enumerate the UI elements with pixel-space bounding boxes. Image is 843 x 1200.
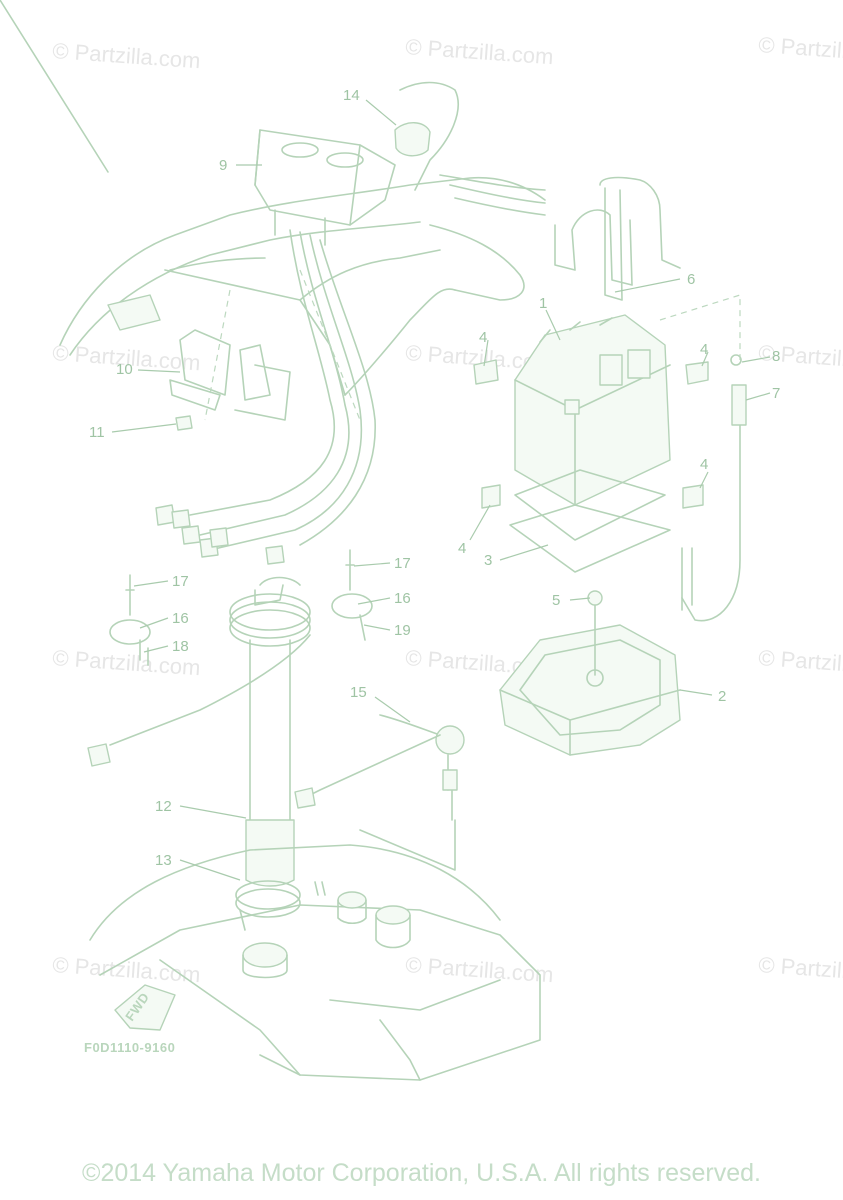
copyright-notice: ©2014 Yamaha Motor Corporation, U.S.A. A… [82, 1159, 761, 1187]
callout-17: 17 [172, 573, 189, 590]
callout-labels: 14 9 6 1 4 4 8 7 4 4 3 5 2 10 11 17 16 1… [89, 87, 780, 869]
callout-10: 10 [116, 361, 133, 378]
watermark-text: © Partzilla.com [52, 38, 202, 73]
callout-3: 3 [484, 552, 492, 569]
watermark-text: © Partzilla.com [758, 340, 843, 375]
callout-9: 9 [219, 157, 227, 174]
wiring-harness-drawing [155, 229, 376, 565]
diagram-code: F0D1110-9160 [84, 1040, 175, 1055]
watermark-text: © Partzilla.com [405, 952, 555, 987]
battery-box-drawing [499, 590, 681, 756]
callout-4: 4 [458, 540, 466, 557]
callout-7: 7 [772, 385, 780, 402]
watermark-text: © Partzilla.com [758, 645, 843, 680]
watermark-text: © Partzilla.com [758, 952, 843, 987]
watermark-text: © Partzilla.com [405, 34, 555, 69]
callout-4: 4 [479, 329, 487, 346]
callout-19: 19 [394, 622, 411, 639]
small-parts-drawing [109, 549, 465, 871]
callout-18: 18 [172, 638, 189, 655]
callout-16: 16 [172, 610, 189, 627]
callout-11: 11 [89, 424, 105, 441]
callout-4: 4 [700, 341, 708, 358]
callout-5: 5 [552, 592, 560, 609]
callout-13: 13 [155, 852, 172, 869]
callout-14: 14 [343, 87, 360, 104]
callout-1: 1 [539, 295, 547, 312]
callout-16: 16 [394, 590, 411, 607]
callout-8: 8 [772, 348, 780, 365]
callout-6: 6 [687, 271, 695, 288]
callout-2: 2 [718, 688, 726, 705]
hull-upper-drawing [59, 81, 546, 431]
callout-12: 12 [155, 798, 172, 815]
watermark-text: © Partzilla.com [52, 952, 202, 987]
callout-4: 4 [700, 456, 708, 473]
leader-lines [111, 99, 771, 881]
fuel-sender-drawing [0, 0, 311, 887]
callout-15: 15 [350, 684, 367, 701]
callout-17: 17 [394, 555, 411, 572]
watermark-text: © Partzilla.com [758, 32, 843, 67]
battery-drawing [473, 176, 747, 622]
fuel-tank-drawing: FWD [89, 844, 541, 1081]
